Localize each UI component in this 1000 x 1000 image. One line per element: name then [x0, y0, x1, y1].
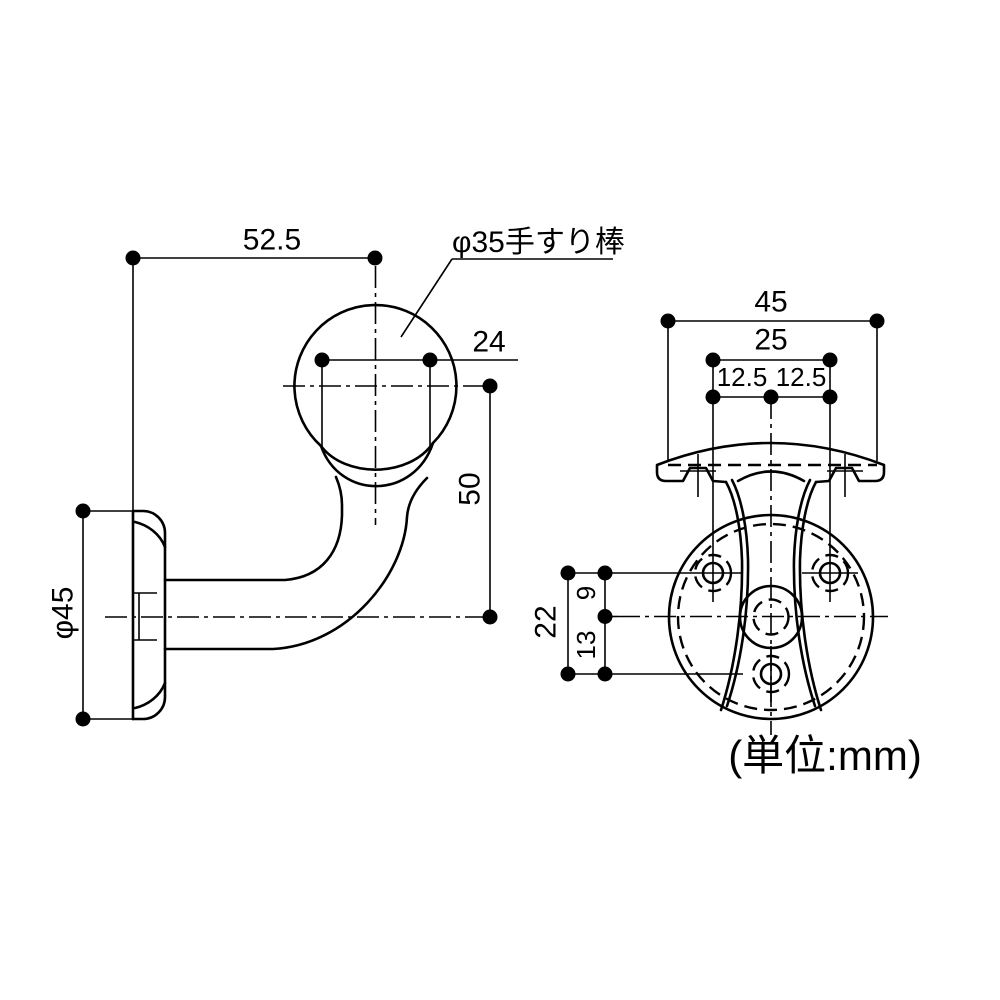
dim-label-13: 13 — [571, 631, 601, 660]
dim-dot — [560, 565, 576, 581]
dim-dot — [869, 313, 885, 329]
dim-dot — [314, 352, 330, 368]
dim-label-9: 9 — [571, 586, 601, 600]
part-label: φ35手すり棒 — [452, 226, 625, 259]
rib-left-inner — [725, 478, 750, 708]
dim-label-phi45: φ45 — [47, 587, 80, 640]
dim-24: 24 — [314, 326, 518, 368]
rib-right-inner — [792, 478, 817, 708]
callout-leader-line — [400, 258, 453, 338]
dim-22-9-13: 22 9 13 — [530, 565, 743, 682]
unit-note: (単位:mm) — [728, 732, 922, 779]
dim-label-25: 25 — [754, 324, 787, 357]
dim-dot — [597, 609, 613, 624]
dim-label-52-5: 52.5 — [243, 224, 301, 257]
saddle-screw-left — [680, 454, 716, 497]
dim-dot — [763, 389, 779, 405]
dim-dot — [597, 666, 613, 682]
part-callout: φ35手すり棒 — [400, 226, 625, 338]
dim-dot — [75, 503, 91, 519]
cup-crescent-upper — [319, 441, 435, 471]
cup-crescent-lower — [319, 441, 435, 488]
dim-dot — [560, 666, 576, 682]
dim-45: 45 — [660, 286, 885, 329]
rib-right-outer — [798, 480, 823, 712]
dim-dot — [822, 389, 838, 405]
front-view: 45 25 12.5 12.5 — [530, 286, 888, 735]
dim-dot — [482, 378, 498, 394]
arm-upper-outline — [163, 475, 344, 582]
arm-lower-outline — [163, 476, 429, 651]
dim-dot — [482, 609, 498, 625]
dim-label-50: 50 — [454, 472, 487, 505]
dim-dot — [367, 250, 383, 266]
plate-rim-fillet-bottom — [133, 681, 167, 710]
dim-50: 50 — [454, 378, 498, 625]
saddle-screw-right — [827, 454, 863, 497]
set-screw-hidden-lines — [133, 592, 157, 641]
dim-dot — [422, 352, 438, 368]
dim-label-12-5-left: 12.5 — [717, 362, 768, 392]
wall-plate-outline — [131, 509, 167, 721]
dim-label-12-5-right: 12.5 — [776, 362, 827, 392]
dim-dot — [125, 250, 141, 266]
dim-dot — [705, 389, 721, 405]
dim-dot — [822, 352, 838, 368]
dim-25: 25 — [705, 324, 838, 368]
dim-label-22: 22 — [530, 605, 563, 638]
dim-dot — [705, 352, 721, 368]
dim-label-24: 24 — [472, 326, 505, 359]
dim-12-5: 12.5 12.5 — [705, 362, 838, 405]
dim-dot — [660, 313, 676, 329]
dim-dot — [75, 711, 91, 727]
screw-hole-upper-right — [802, 545, 858, 602]
dim-phi45: φ45 — [47, 503, 143, 727]
dim-label-45: 45 — [754, 286, 787, 319]
side-view: 52.5 24 50 φ45 φ35手すり — [47, 224, 625, 727]
dim-52-5: 52.5 — [125, 224, 383, 266]
screw-hole-upper-left — [685, 545, 741, 602]
dim-dot — [597, 565, 613, 581]
handrail-ball-circle — [293, 303, 458, 448]
rib-left-outer — [719, 480, 744, 712]
plate-rim-fillet-top — [133, 520, 167, 549]
